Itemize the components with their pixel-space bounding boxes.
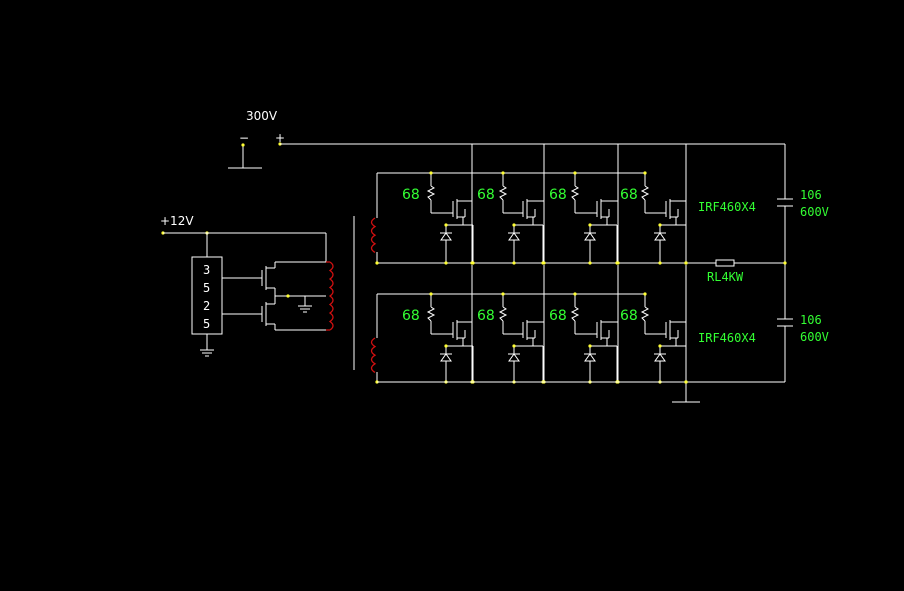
top-stage-2-resistor-label: 68 (477, 187, 495, 203)
driver-ic (191, 256, 223, 335)
top-stage-4-diode (654, 232, 666, 241)
supply-minus-label: − (239, 131, 249, 145)
bottom-stage-1-diode (440, 353, 452, 362)
cap-bottom-voltage: 600V (800, 330, 829, 344)
transformer-primary (326, 261, 334, 331)
top-stage-2-gate-resistor (498, 185, 508, 201)
top-stage-3-resistor-label: 68 (549, 187, 567, 203)
bottom-stage-3-gate-resistor (570, 306, 580, 322)
mosfet-top-label: IRF460X4 (698, 200, 756, 214)
top-stage-1-diode (440, 232, 452, 241)
bottom-stage-2-diode (508, 353, 520, 362)
bottom-stage-3-diode (584, 353, 596, 362)
bottom-stage-1-resistor-label: 68 (402, 308, 420, 324)
bottom-stage-1-gate-resistor (426, 306, 436, 322)
bottom-stage-2-gate-resistor (498, 306, 508, 322)
bottom-stage-2-resistor-label: 68 (477, 308, 495, 324)
ic-digit-4: 5 (203, 317, 210, 331)
cap-top-voltage: 600V (800, 205, 829, 219)
ic-digit-1: 3 (203, 263, 210, 277)
ic-digit-2: 5 (203, 281, 210, 295)
bottom-stage-4-resistor-label: 68 (620, 308, 638, 324)
top-stage-4-resistor-label: 68 (620, 187, 638, 203)
supply-12v-label: +12V (160, 214, 194, 228)
mosfet-bottom-label: IRF460X4 (698, 331, 756, 345)
bottom-stage-3-resistor-label: 68 (549, 308, 567, 324)
cap-bottom-value: 106 (800, 313, 822, 327)
top-stage-1-resistor-label: 68 (402, 187, 420, 203)
top-stage-1-gate-resistor (426, 185, 436, 201)
driver-wiring (163, 232, 327, 357)
load-label: RL4KW (707, 270, 744, 284)
capacitor-top (777, 185, 793, 220)
bottom-stage-4-diode (654, 353, 666, 362)
transformer-secondary-top (370, 217, 377, 253)
negative-rail (377, 381, 785, 403)
ic-digit-3: 2 (203, 299, 210, 313)
midpoint-output (686, 259, 785, 267)
bottom-stage-4-gate-resistor (640, 306, 650, 322)
top-stage-2-diode (508, 232, 520, 241)
bottom-mosfet-bank: 68 68 68 68 (375, 265, 688, 384)
supply-minus-ground (228, 145, 262, 169)
top-mosfet-bank: 68 68 68 68 (375, 144, 688, 265)
supply-plus-label: + (275, 131, 285, 145)
cap-top-value: 106 (800, 188, 822, 202)
transformer-secondary-bottom (370, 337, 377, 373)
top-stage-3-diode (584, 232, 596, 241)
supply-300v-label: 300V (246, 109, 278, 123)
top-stage-3-gate-resistor (570, 185, 580, 201)
top-stage-4-gate-resistor (640, 185, 650, 201)
capacitor-bottom (777, 306, 793, 340)
